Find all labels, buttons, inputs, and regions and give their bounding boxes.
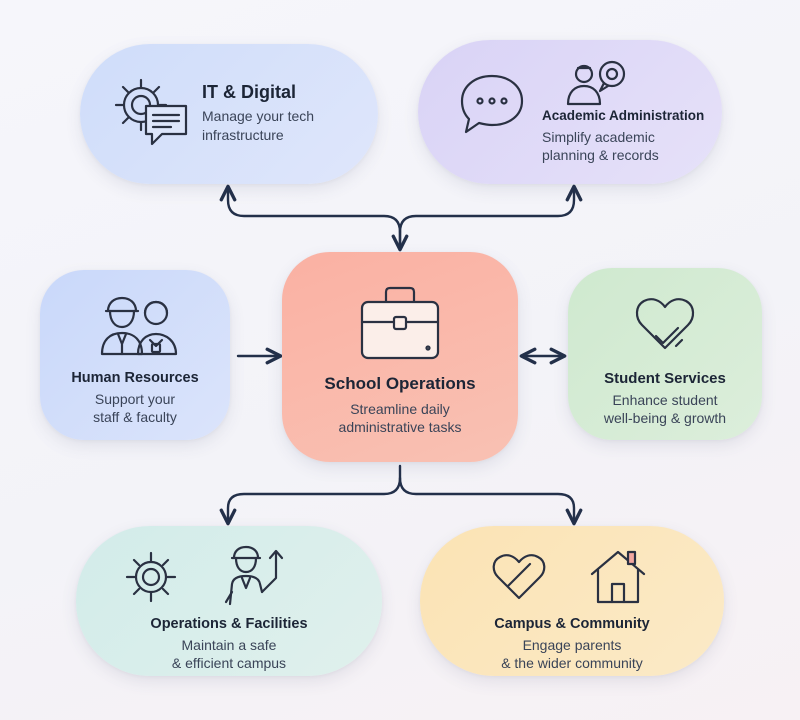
campus-desc-line2: & the wider community — [501, 655, 643, 671]
human-resources-node: Human Resources Support your staff & fac… — [40, 270, 230, 440]
student-services-node: Student Services Enhance student well-be… — [568, 268, 762, 440]
it-desc-line1: Manage your tech — [202, 108, 315, 124]
staff-people-icon — [100, 296, 178, 356]
hr-desc-line2: staff & faculty — [93, 409, 177, 425]
center-desc-line1: Streamline daily — [350, 401, 450, 417]
connector-to-campus — [398, 476, 583, 526]
academic-desc-line1: Simplify academic — [542, 129, 655, 145]
worker-icon — [224, 545, 284, 606]
connector-to-academic — [398, 184, 583, 234]
academic-administration-node: Academic Administration Simplify academi… — [418, 40, 722, 184]
operations-desc-line1: Maintain a safe — [181, 637, 277, 653]
speech-bubble-icon — [460, 74, 524, 134]
campus-desc-line1: Engage parents — [522, 637, 622, 653]
academic-desc-line2: planning & records — [542, 147, 659, 163]
house-icon — [590, 550, 646, 604]
briefcase-icon — [360, 286, 440, 360]
hr-title: Human Resources — [71, 370, 199, 386]
connector-to-operations — [219, 464, 402, 526]
person-chat-icon — [566, 60, 626, 106]
chat-icon — [144, 104, 188, 146]
it-title: IT & Digital — [202, 82, 296, 102]
center-title: School Operations — [324, 374, 476, 393]
it-desc-line2: infrastructure — [202, 127, 284, 143]
academic-title: Academic Administration — [542, 108, 705, 123]
heart-icon — [492, 554, 546, 600]
gear-icon — [125, 551, 177, 603]
operations-title: Operations & Facilities — [150, 616, 308, 632]
campus-title: Campus & Community — [494, 616, 650, 632]
heart-check-icon — [635, 298, 695, 350]
school-operations-node: School Operations Streamline daily admin… — [282, 252, 518, 462]
it-digital-node: IT & Digital Manage your tech infrastruc… — [80, 44, 378, 184]
student-title: Student Services — [604, 370, 726, 387]
operations-desc-line2: & efficient campus — [171, 655, 287, 671]
campus-community-node: Campus & Community Engage parents & the … — [420, 526, 724, 676]
operations-facilities-node: Operations & Facilities Maintain a safe … — [76, 526, 382, 676]
student-desc-line1: Enhance student — [612, 392, 718, 408]
student-desc-line2: well-being & growth — [603, 410, 727, 426]
connector-to-it — [219, 184, 402, 250]
center-desc-line2: administrative tasks — [338, 419, 462, 435]
hr-desc-line1: Support your — [94, 391, 176, 407]
